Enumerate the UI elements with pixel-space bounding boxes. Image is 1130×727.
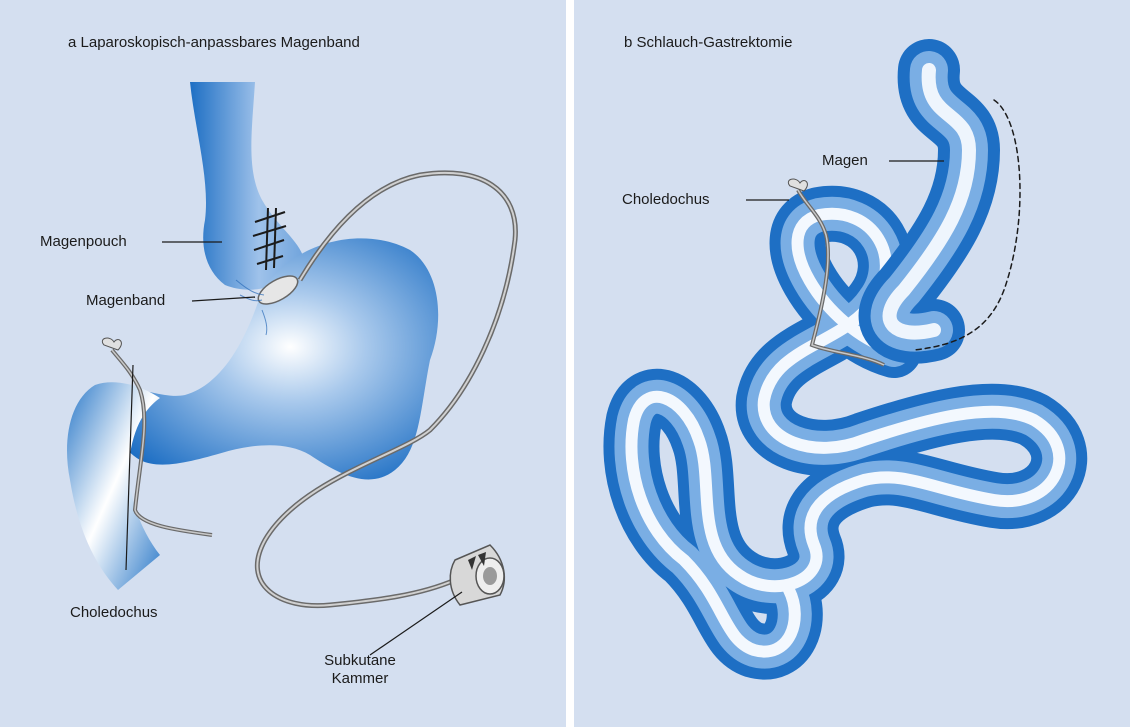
- label-magenband: Magenband: [86, 292, 165, 310]
- label-magen: Magen: [822, 152, 868, 170]
- label-subkutane-line1: Subkutane: [312, 652, 408, 670]
- label-subkutane-line2: Kammer: [312, 670, 408, 688]
- subcutaneous-port: [450, 545, 504, 605]
- small-intestine: [631, 214, 1059, 652]
- esophagus-shape: [190, 82, 305, 290]
- panel-b-sleeve-gastrectomy: b Schlauch-Gastrektomie Magen Choledochu…: [574, 0, 1130, 727]
- label-subkutane-kammer: Subkutane Kammer: [312, 652, 408, 688]
- sleeve-gastrectomy-illustration: [574, 0, 1130, 727]
- panel-a-title: a Laparoskopisch-anpassbares Magenband: [68, 34, 360, 51]
- panel-a-gastric-band: a Laparoskopisch-anpassbares Magenband M…: [0, 0, 566, 727]
- sleeve-stomach: [890, 70, 1020, 350]
- panel-b-title: b Schlauch-Gastrektomie: [624, 34, 792, 51]
- label-magenpouch: Magenpouch: [40, 233, 127, 251]
- label-choledochus-b: Choledochus: [622, 191, 710, 209]
- label-choledochus-a: Choledochus: [70, 604, 158, 622]
